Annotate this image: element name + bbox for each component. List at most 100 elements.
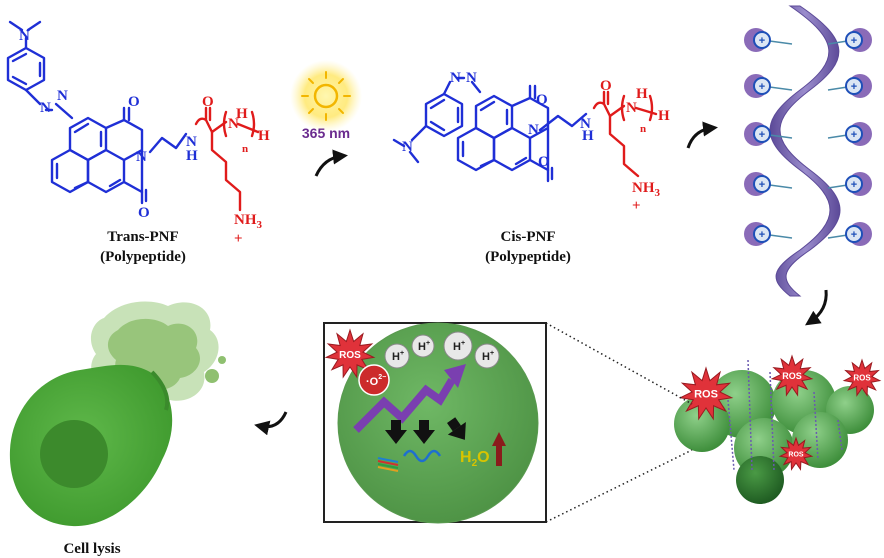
zoom-line-top xyxy=(545,322,693,405)
proton-label: H+ xyxy=(392,350,404,363)
ros-burst-shape xyxy=(324,328,376,379)
trans-atom-o-amide: O xyxy=(202,94,214,110)
zoomed-cell-contents: ROS·O2−H+H+H+H+H2O xyxy=(324,328,506,472)
trans-atom-n-chain: N xyxy=(228,116,239,132)
proton-particle: H+ xyxy=(411,334,435,358)
membrane-fragment xyxy=(377,463,399,469)
cis-azo-bonds xyxy=(442,76,482,96)
trans-atom-nh-amide: N xyxy=(186,134,197,150)
ros-label: ROS xyxy=(694,389,718,401)
alpha-helix xyxy=(769,5,841,297)
sun-glow xyxy=(290,60,362,132)
cluster-helix-strands xyxy=(727,359,843,471)
cis-atom-o-bottom: O xyxy=(538,154,550,170)
charge-sign: + xyxy=(851,35,857,47)
cis-atom-o-top: O xyxy=(536,92,548,108)
helix-unit-left: + xyxy=(744,28,793,52)
charge-sign: + xyxy=(851,129,857,141)
trans-naphthalene-ring-c xyxy=(50,148,90,194)
cis-caption-name: Cis-PNF xyxy=(501,229,556,245)
charge-sign: + xyxy=(759,35,765,47)
cis-atom-nh3: NH3 xyxy=(632,180,661,199)
proton-circle xyxy=(443,331,473,361)
proton-increase-arrow xyxy=(353,377,456,433)
ros-label: ROS xyxy=(782,371,802,381)
proton-label: H+ xyxy=(418,340,430,353)
cis-backbone-bonds xyxy=(592,90,626,118)
cis-atom-n-amine: N xyxy=(402,139,413,155)
trans-dimethylamino-bonds xyxy=(8,20,42,50)
cis-atom-o-amide: O xyxy=(600,78,612,94)
sun-icon xyxy=(313,83,339,109)
cis-atom-nh-amide: N xyxy=(580,116,591,132)
cis-naphthalene-ring-b xyxy=(492,126,532,172)
helix-ribbon xyxy=(769,5,841,297)
decrease-arrow-icon xyxy=(413,420,435,444)
charge-bead xyxy=(753,225,771,243)
trans-carbonyl-top xyxy=(122,106,131,122)
trans-repeat-n: n xyxy=(242,143,248,155)
water-increase-arrow-shaft xyxy=(496,444,502,466)
trans-atom-h-amide: H xyxy=(186,148,198,164)
arrow-helix-to-cluster xyxy=(805,289,828,326)
cis-lysine-side-chain xyxy=(608,114,640,178)
decrease-arrow-icon xyxy=(447,417,466,440)
superoxide-particle: ·O2− xyxy=(358,364,390,396)
trans-atom-n-imide: N xyxy=(136,149,147,165)
cytoplasm-droplet xyxy=(205,369,219,383)
membrane-fragment xyxy=(377,466,399,472)
ros-burst: ROS xyxy=(678,366,734,421)
trans-terminal-bond xyxy=(236,122,260,134)
cis-phenyl-double-bonds xyxy=(429,98,460,132)
charge-bead xyxy=(753,175,771,193)
proton-circle xyxy=(384,343,410,369)
ros-burst: ROS xyxy=(770,354,814,397)
cis-atom-n-chain: N xyxy=(626,100,637,116)
proton-circle xyxy=(411,334,435,358)
charge-bead xyxy=(753,77,771,95)
inset-ros-burst: ROS xyxy=(324,328,376,379)
trans-azo-bonds xyxy=(24,88,74,120)
charge-sign: + xyxy=(851,81,857,93)
cis-atom-h-amide: H xyxy=(582,128,594,144)
cis-imide-ring xyxy=(510,96,550,172)
proton-increase-arrowhead xyxy=(444,364,466,388)
trans-charge-plus: + xyxy=(234,231,243,247)
arrow-to-lysis xyxy=(254,411,288,436)
water-increase-arrow-icon xyxy=(492,432,506,446)
proton-particle: H+ xyxy=(443,331,473,361)
lysed-cell xyxy=(9,301,226,527)
membrane-fragment xyxy=(377,460,399,466)
cis-carbonyl-bottom xyxy=(546,166,554,183)
ros-burst-shape xyxy=(778,436,814,471)
cis-atom-n-azo-2: N xyxy=(466,70,477,86)
cis-pnf-structure: N N N O O N N H O N H H n NH3 + xyxy=(392,70,670,214)
charge-bead xyxy=(845,77,863,95)
cis-naphthalene-ring-c xyxy=(456,126,496,172)
trans-ethyl-linker xyxy=(148,132,188,154)
helix-unit-left: + xyxy=(744,172,793,196)
helix-unit-right: + xyxy=(827,172,872,196)
helix-unit-left: + xyxy=(744,74,793,98)
lysis-caption: Cell lysis xyxy=(63,541,120,557)
charge-sign: + xyxy=(851,229,857,241)
ros-burst: ROS xyxy=(778,436,814,471)
cytoplasm-droplet xyxy=(218,356,226,364)
superoxide-label: ·O2− xyxy=(366,374,386,388)
zoom-line-bottom xyxy=(545,449,693,523)
charge-sign: + xyxy=(851,179,857,191)
decrease-arrow-icon xyxy=(385,420,407,444)
cis-caption-type: (Polypeptide) xyxy=(485,249,571,265)
trans-atom-nh3: NH3 xyxy=(234,212,263,231)
trans-atom-h-end: H xyxy=(258,128,270,144)
cis-ethyl-linker xyxy=(538,112,588,132)
cis-dimethylamino-bonds xyxy=(392,124,428,164)
charge-sign: + xyxy=(759,129,765,141)
trans-naphthalene-double-bonds xyxy=(55,122,122,190)
helix-unit-right: + xyxy=(827,28,872,52)
membrane-fragment xyxy=(377,457,399,463)
trans-phenyl-double-bonds xyxy=(11,52,42,86)
trans-imide-ring xyxy=(104,118,144,194)
ros-burst-shape xyxy=(770,354,814,397)
